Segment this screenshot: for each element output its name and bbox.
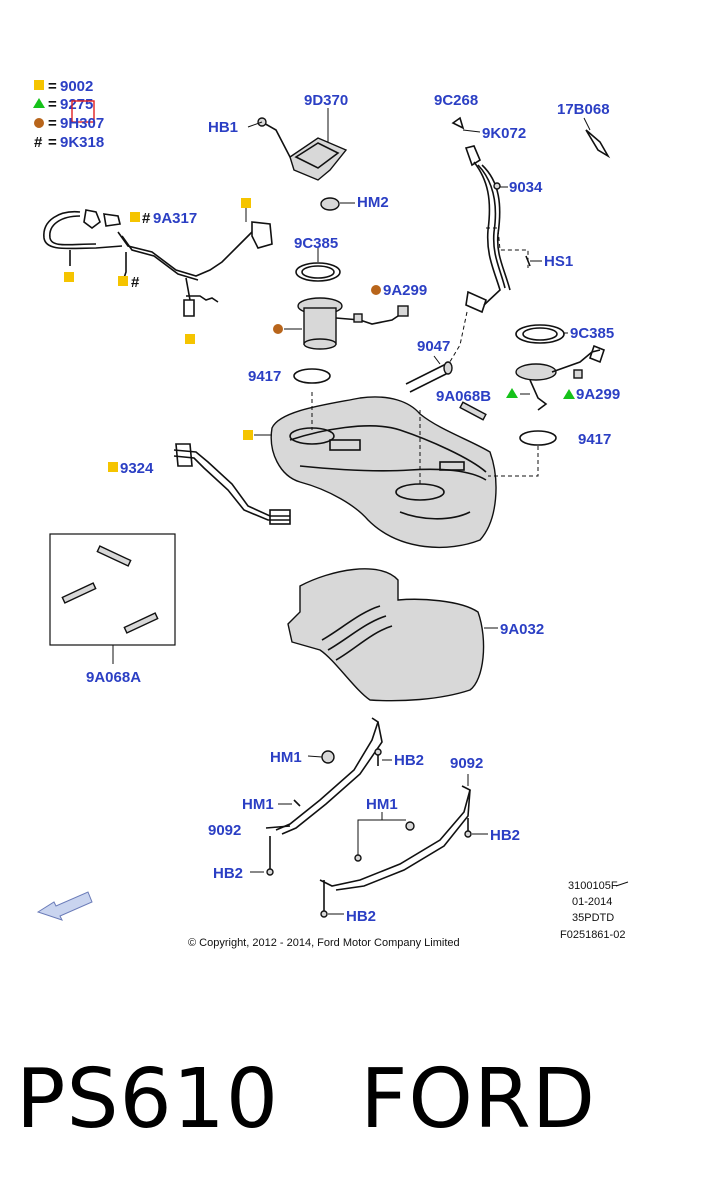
fuel-tank (243, 392, 539, 549)
label-hm1-a: HM1 (270, 749, 302, 766)
info-line-4: F0251861-02 (560, 929, 625, 941)
label-9324: 9324 (120, 460, 154, 477)
svg-text:=: = (48, 134, 57, 151)
label-hm1-c: HM1 (366, 796, 398, 813)
legend-square-value: 9002 (60, 78, 93, 95)
label-hb2-c: HB2 (213, 865, 243, 882)
square-marker-icon (185, 334, 195, 344)
label-9a032: 9A032 (500, 621, 544, 638)
info-line-3: 35PDTD (572, 912, 614, 924)
pads-9a068a-box (49, 533, 176, 664)
hose-9047 (405, 355, 453, 393)
label-hb1: HB1 (208, 119, 238, 136)
footer-caption: PS610 FORD (16, 1052, 597, 1147)
tank-straps (250, 717, 488, 918)
svg-text:#: # (142, 210, 151, 227)
circle-marker-icon (273, 324, 283, 334)
copyright-text: © Copyright, 2012 - 2014, Ford Motor Com… (188, 937, 460, 949)
highlight-box-icon (71, 100, 95, 123)
svg-text:=: = (48, 96, 57, 113)
label-9a068b: 9A068B (436, 388, 491, 405)
square-marker-icon (241, 198, 251, 208)
label-9d370: 9D370 (304, 92, 348, 109)
label-hb2-b: HB2 (490, 827, 520, 844)
label-hm1-b: HM1 (242, 796, 274, 813)
label-9a068a: 9A068A (86, 669, 141, 686)
legend-hash-value: 9K318 (60, 134, 104, 151)
label-9k072: 9K072 (482, 125, 526, 142)
label-9092-right: 9092 (450, 755, 483, 772)
label-hm2: HM2 (357, 194, 389, 211)
fuel-pump-left (273, 248, 409, 384)
legend-circle-value: 9H307 (60, 115, 104, 132)
legend: = 9002 = 9275 = 9H307 # = 9K318 (33, 78, 104, 151)
info-line-2: 01-2014 (572, 896, 612, 908)
harness-markers: # # (64, 198, 251, 344)
square-marker-icon (64, 272, 74, 282)
legend-triangle-value: 9275 (60, 96, 93, 113)
label-9c385-right: 9C385 (570, 325, 614, 342)
svg-text:=: = (48, 78, 57, 95)
label-17b068: 17B068 (557, 101, 610, 118)
square-marker-icon (243, 430, 253, 440)
circle-marker-icon (371, 285, 381, 295)
square-marker-icon (108, 462, 118, 472)
label-hb2-a: HB2 (394, 752, 424, 769)
filler-pipe-9034 (447, 116, 611, 366)
legend-circle-icon (34, 118, 44, 128)
label-9417-right: 9417 (578, 431, 611, 448)
label-9a317: 9A317 (153, 210, 197, 227)
triangle-marker-icon (563, 389, 575, 399)
label-9c268: 9C268 (434, 92, 478, 109)
label-9a299-right: 9A299 (576, 386, 620, 403)
line-9324 (108, 443, 291, 525)
pad-9a068b-icon (459, 401, 487, 421)
label-9417-left: 9417 (248, 368, 281, 385)
svg-text:#: # (131, 274, 140, 291)
legend-hash-icon: # (34, 134, 43, 151)
legend-triangle-icon (33, 98, 45, 108)
square-marker-icon (130, 212, 140, 222)
label-9c385-left: 9C385 (294, 235, 338, 252)
harness-9a317 (43, 209, 273, 317)
svg-text:=: = (48, 115, 57, 132)
module-9d370 (247, 108, 355, 211)
label-9a299-left: 9A299 (383, 282, 427, 299)
triangle-marker-icon (506, 388, 518, 398)
info-block: 3100105F 01-2014 35PDTD F0251861-02 (560, 880, 629, 941)
square-marker-icon (118, 276, 128, 286)
label-hb2-d: HB2 (346, 908, 376, 925)
parts-diagram: = 9002 = 9275 = 9H307 # = 9K318 (33, 78, 629, 949)
label-9034: 9034 (509, 179, 543, 196)
direction-arrow-icon (36, 891, 93, 921)
fuel-pump-right (506, 324, 605, 446)
info-line-1: 3100105F (568, 880, 618, 892)
legend-square-icon (34, 80, 44, 90)
heat-shield-9a032 (287, 568, 498, 702)
label-9047: 9047 (417, 338, 450, 355)
label-hs1: HS1 (544, 253, 573, 270)
part-labels: 9D370 HB1 HM2 9C268 9K072 17B068 9034 HS… (86, 92, 620, 925)
label-9092-left: 9092 (208, 822, 241, 839)
